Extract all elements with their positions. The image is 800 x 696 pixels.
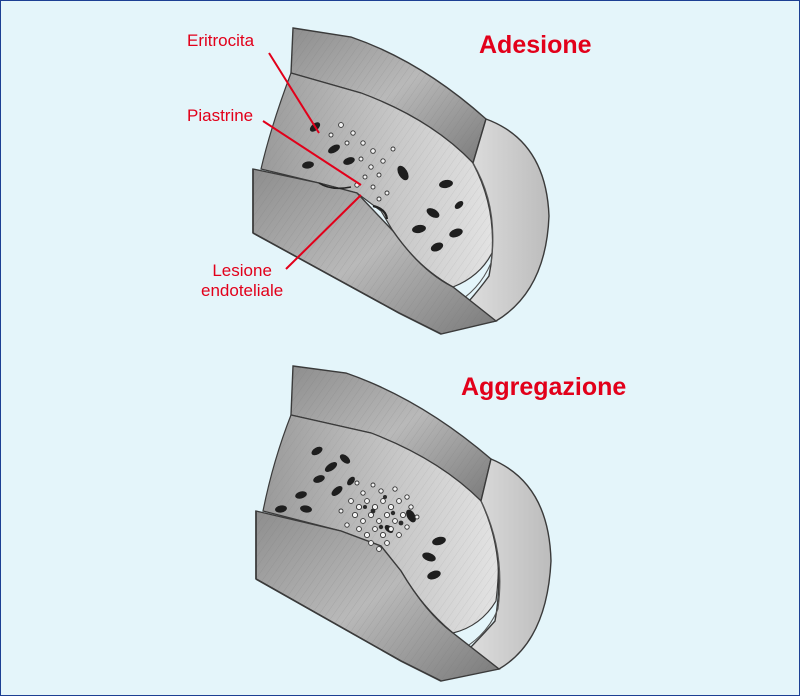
label-lesion-line1: Lesione (212, 261, 272, 280)
title-adhesion: Adesione (479, 31, 592, 59)
leader-lines-top (262, 52, 362, 270)
label-lesion-line2: endoteliale (201, 281, 284, 300)
erythrocytes-bottom (275, 446, 446, 580)
label-erythrocyte: Eritrocita (187, 31, 255, 50)
vessel-adhesion (252, 27, 550, 335)
vessel-aggregation (255, 365, 552, 682)
platelet-aggregate (338, 480, 420, 552)
label-platelets: Piastrine (187, 106, 254, 125)
title-aggregation: Aggregazione (461, 373, 627, 401)
label-endothelial-lesion: Lesione endoteliale (201, 261, 283, 301)
erythrocytes-top (302, 122, 464, 252)
platelets-top (328, 122, 396, 202)
activated-platelets (363, 495, 404, 530)
